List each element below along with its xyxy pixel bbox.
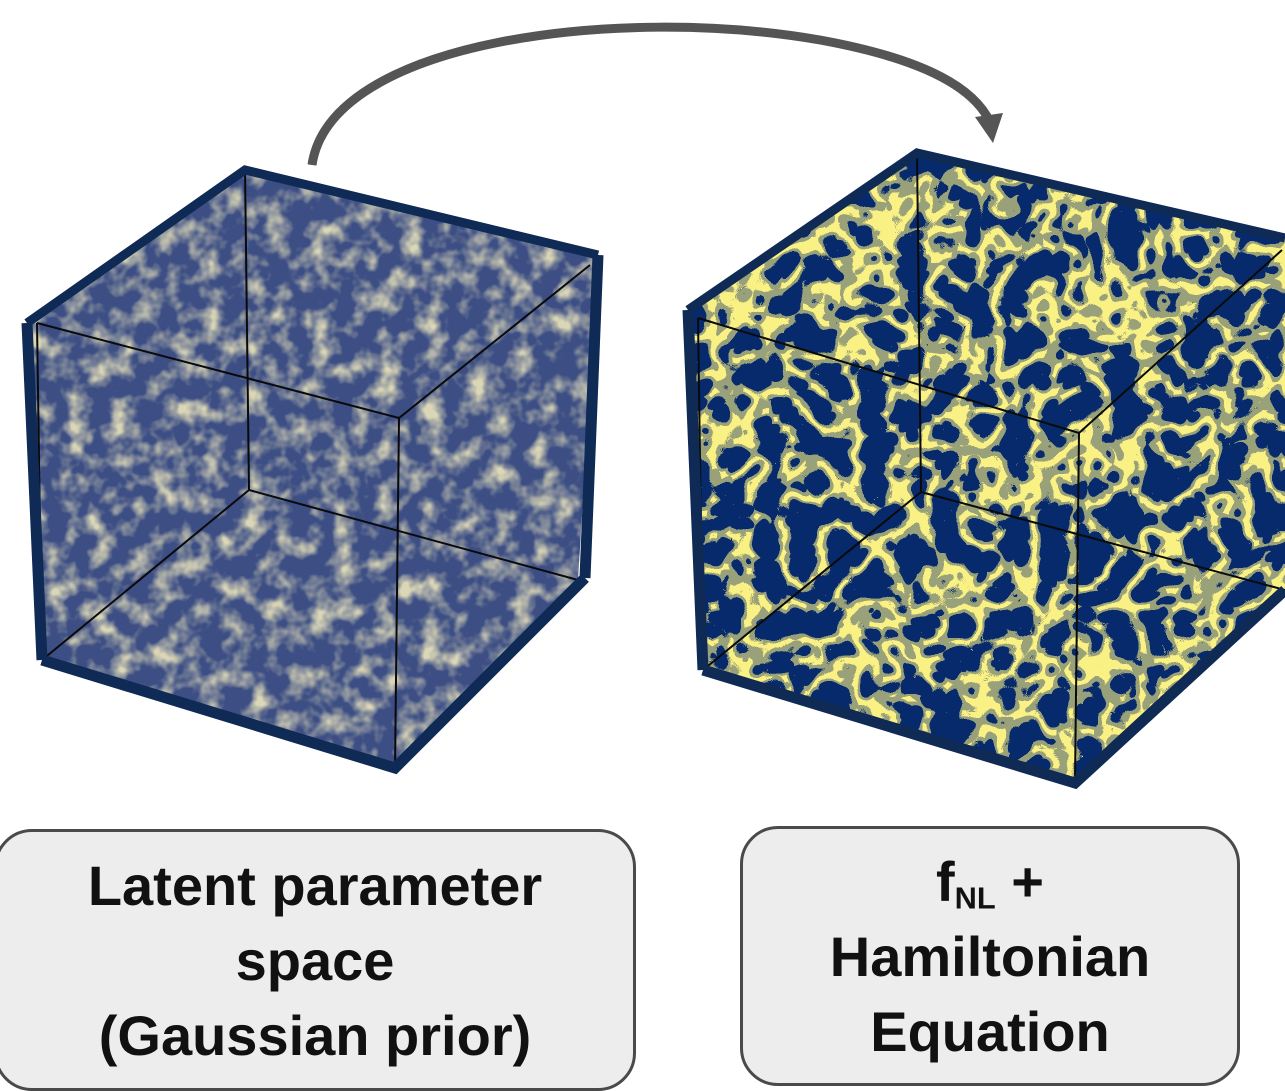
evolved-label-line-3: Equation: [870, 999, 1110, 1063]
latent-cube-outline: [21, 165, 604, 775]
evolved-label-line-2: Hamiltonian: [829, 924, 1151, 988]
latent-cube: [21, 165, 604, 775]
arrow-head-icon: [975, 113, 1003, 143]
latent-label-line-3: (Gaussian prior): [98, 1003, 532, 1067]
plus-sign: +: [1011, 849, 1044, 913]
evolved-label-line-1: fNL +: [936, 844, 1044, 919]
arrow-shaft: [307, 22, 995, 166]
transform-arrow: [307, 22, 1003, 166]
evolved-label-box: fNL + Hamiltonian Equation: [740, 826, 1240, 1086]
evolved-cube-edges: [697, 152, 1285, 784]
latent-label-line-2: space: [235, 928, 395, 992]
latent-label-box: Latent parameter space (Gaussian prior): [0, 829, 636, 1091]
fnl-symbol: f: [936, 849, 955, 913]
latent-label-line-1: Latent parameter: [87, 853, 543, 917]
evolved-cube-outline: [682, 148, 1285, 790]
evolved-cube: [682, 148, 1285, 790]
fnl-subscript: NL: [954, 880, 996, 916]
